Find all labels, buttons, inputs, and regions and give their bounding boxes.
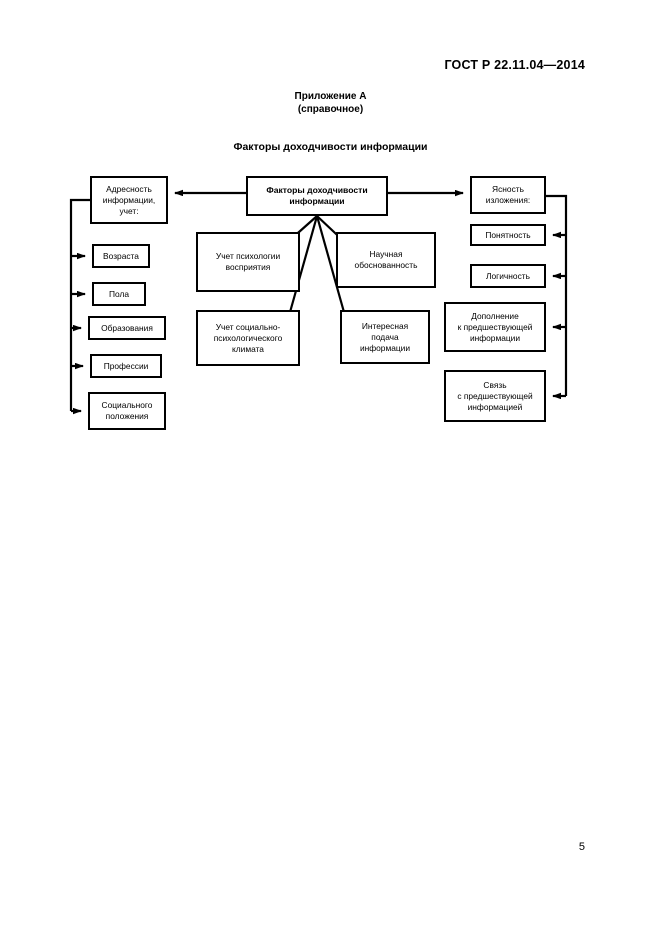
node-line: восприятия [225, 262, 271, 272]
node-line: Профессии [103, 360, 149, 371]
node-center-factors[interactable]: Факторы доходчивости информации [246, 176, 388, 216]
node-scientific-validity[interactable]: Научная обоснованность [336, 232, 436, 288]
node-line: Логичность [486, 270, 530, 281]
standard-header: ГОСТ Р 22.11.04—2014 [444, 58, 585, 72]
node-line: к предшествующей [457, 321, 533, 332]
node-line: информации [289, 196, 345, 206]
node-line: Учет психологии [215, 251, 281, 261]
node-line: Факторы доходчивости [266, 185, 368, 195]
node-line: Образования [101, 322, 153, 333]
appendix-label: Приложение А [294, 91, 367, 102]
figure-title: Факторы доходчивости информации [233, 141, 428, 153]
node-sex[interactable]: Пола [92, 282, 146, 306]
node-line: изложения: [485, 195, 531, 205]
node-line: информации, [102, 194, 156, 205]
node-interesting-presentation[interactable]: Интересная подача информации [340, 310, 430, 364]
node-age[interactable]: Возраста [92, 244, 150, 268]
node-comprehensibility[interactable]: Понятность [470, 224, 546, 246]
node-line: с предшествующей [457, 390, 533, 401]
node-line: Ясность [492, 184, 524, 194]
node-line: Связь [483, 379, 507, 390]
node-line: Учет социально- [215, 321, 281, 332]
node-address-of-information[interactable]: Адресность информации, учет: [90, 176, 168, 224]
node-line: Возраста [103, 250, 139, 261]
node-line: Дополнение [471, 310, 519, 321]
appendix-kind: (справочное) [297, 104, 364, 115]
node-line: Социального [101, 400, 153, 410]
node-line: климата [232, 343, 264, 354]
node-social-status[interactable]: Социального положения [88, 392, 166, 430]
node-profession[interactable]: Профессии [90, 354, 162, 378]
node-line: Интересная [361, 320, 409, 331]
node-socio-psychological-climate[interactable]: Учет социально- психологического климата [196, 310, 300, 366]
node-clarity-of-presentation[interactable]: Ясность изложения: [470, 176, 546, 214]
node-education[interactable]: Образования [88, 316, 166, 340]
node-line: информацией [467, 401, 523, 412]
node-line: психологического [213, 332, 283, 343]
page-number: 5 [578, 841, 585, 853]
appendix-heading: Приложение А (справочное) [0, 90, 661, 116]
node-addition-to-previous-information[interactable]: Дополнение к предшествующей информации [444, 302, 546, 352]
node-perception-psychology[interactable]: Учет психологии восприятия [196, 232, 300, 292]
node-line: обоснованность [354, 260, 418, 270]
edge-left-bus [69, 198, 90, 411]
node-line: положения [105, 411, 149, 421]
node-line: Понятность [485, 229, 531, 240]
node-line: информации [469, 332, 521, 343]
node-line: Пола [108, 288, 130, 299]
edge-right-bus [546, 194, 568, 396]
node-line: информации [359, 342, 411, 353]
node-line: подача [371, 331, 399, 342]
node-logicality[interactable]: Логичность [470, 264, 546, 288]
node-line: Научная [369, 249, 403, 259]
node-link-with-previous-information[interactable]: Связь с предшествующей информацией [444, 370, 546, 422]
node-line: учет: [119, 205, 139, 216]
node-line: Адресность [106, 183, 152, 194]
